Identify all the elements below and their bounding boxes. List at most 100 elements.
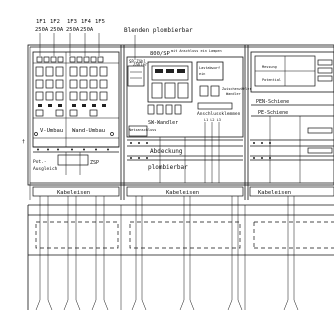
- relay: [199, 85, 209, 97]
- top-title: Blenden plombierbar: [124, 27, 193, 34]
- fuse-holder: [45, 66, 54, 77]
- label-kabeleisen-3: Kabeleisen: [258, 190, 291, 196]
- fuse-holder: [79, 79, 88, 89]
- fuse-cell: [36, 56, 43, 63]
- fuse-holder: [55, 91, 64, 101]
- dashed-cable-area-2: [129, 221, 241, 249]
- module: [165, 104, 173, 115]
- label-zwischenzaehler: Zwischenzähler: [222, 87, 252, 91]
- fuse-panel: V-Umbau Wand-Umbau: [32, 51, 120, 148]
- label-l1l2l3: L1 L2 L3: [204, 118, 221, 122]
- cable: [283, 196, 289, 311]
- pen-terminal: [317, 59, 333, 66]
- fuse-label-1f4: 1F4: [81, 19, 92, 25]
- cabinet-frame: †: [22, 44, 334, 200]
- meter-module: [151, 82, 163, 99]
- fuse-marker: [48, 104, 52, 107]
- netz-box: [128, 125, 148, 137]
- cable: [47, 196, 53, 311]
- cable: [35, 196, 41, 311]
- meter-notes: mit Anschluss ein Lampen: [171, 49, 222, 53]
- fuse-cell: [97, 56, 104, 63]
- fuse-holder: [89, 79, 98, 89]
- label-pot-2: Ausgleich: [33, 166, 58, 172]
- fuse-holder: [79, 91, 88, 101]
- label-plombierbar: plombierbar: [148, 164, 188, 171]
- terminal-dot: [146, 142, 148, 144]
- fuse-holder: [35, 79, 44, 89]
- pen-panel: Messung Potential PEN-Schiene PE-Schiene: [250, 51, 334, 183]
- meter-title: 800/SP: [150, 51, 171, 57]
- cable: [91, 196, 97, 311]
- cable: [103, 196, 109, 311]
- label-sw-wandler: SW-Wandler: [148, 120, 178, 126]
- terminal-dot: [138, 157, 140, 159]
- fuse-holder: [69, 66, 78, 77]
- cable: [189, 196, 195, 311]
- label-abdeckung: Abdeckung: [150, 148, 183, 155]
- lastabwurf-box: [196, 61, 224, 81]
- busbar-block: [307, 147, 333, 154]
- label-sp-zaehl: SP-Zähl: [129, 59, 146, 64]
- meter-module: [177, 82, 189, 99]
- fuse-holder: [89, 66, 98, 77]
- cable-rails: Kabeleisen Kabeleisen Kabeleisen: [32, 186, 334, 197]
- fuse-holder: [89, 109, 98, 117]
- label-anschlussklemmen: Anschlussklemmen: [197, 111, 241, 117]
- kabeleisen-rail-2: [126, 186, 244, 197]
- kabeleisen-rail-3: [249, 186, 334, 197]
- fuse-holder: [45, 91, 54, 101]
- terminal-dot: [253, 157, 255, 159]
- pen-terminal: [317, 67, 333, 74]
- meter-module: [164, 82, 176, 99]
- terminal-dot: [146, 157, 148, 159]
- label-zsp: ZSP: [90, 160, 99, 166]
- fuse-label-1f3: 1F3: [67, 19, 77, 25]
- label-zaehler: Zähler: [133, 62, 148, 67]
- meter-device: [147, 61, 193, 103]
- fuse-columns: [35, 66, 108, 117]
- label-netzanschluss: Netzanschluss: [129, 128, 156, 132]
- fuse-rating-1f2: 250A: [50, 27, 64, 33]
- left-lower: Pot.- Ausgleich ZSP: [33, 152, 99, 175]
- fuse-holder: [99, 79, 108, 89]
- terminal-dots: [37, 142, 271, 159]
- module: [174, 104, 182, 115]
- fuse-label-1f1: 1F1: [36, 19, 46, 25]
- terminal-dot: [34, 132, 38, 136]
- label-kabeleisen-1: Kabeleisen: [57, 190, 90, 196]
- terminal-dot: [71, 148, 73, 151]
- pot-block: [57, 154, 89, 166]
- label-pen-schiene: PEN-Schiene: [256, 99, 289, 105]
- dashed-cable-area-1: [35, 221, 119, 249]
- lower-section: [27, 196, 334, 311]
- cable: [293, 196, 299, 311]
- cabinet-upper-frame: [27, 44, 334, 186]
- label-messung: Messung: [262, 65, 277, 69]
- meter-digit-block: [177, 69, 185, 73]
- fuse-rating-1f4: 250A: [80, 27, 94, 33]
- fuse-holder: [99, 66, 108, 77]
- terminal-strip: [197, 102, 233, 110]
- fuse-cell: [43, 56, 50, 63]
- fuse-holder: [69, 79, 78, 89]
- fuse-rating-1f1: 250A: [35, 27, 49, 33]
- fuse-holder: [35, 66, 44, 77]
- fuse-cell: [76, 56, 83, 63]
- fuse-holder: [79, 66, 88, 77]
- pen-board: [250, 51, 334, 93]
- terminal-dot: [130, 142, 132, 144]
- terminal-dot: [57, 148, 59, 151]
- terminal-dot: [253, 142, 255, 144]
- fuse-marker: [102, 104, 106, 107]
- label-kabeleisen-2: Kabeleisen: [166, 190, 199, 196]
- fuse-holder: [55, 109, 64, 117]
- fuse-label-1f2: 1F2: [50, 19, 60, 25]
- fuse-label-1f5: 1F5: [95, 19, 105, 25]
- meter-digit-block: [155, 69, 163, 73]
- cable: [227, 196, 233, 311]
- fuse-marker: [72, 104, 76, 107]
- relay: [210, 85, 220, 97]
- module: [147, 104, 155, 115]
